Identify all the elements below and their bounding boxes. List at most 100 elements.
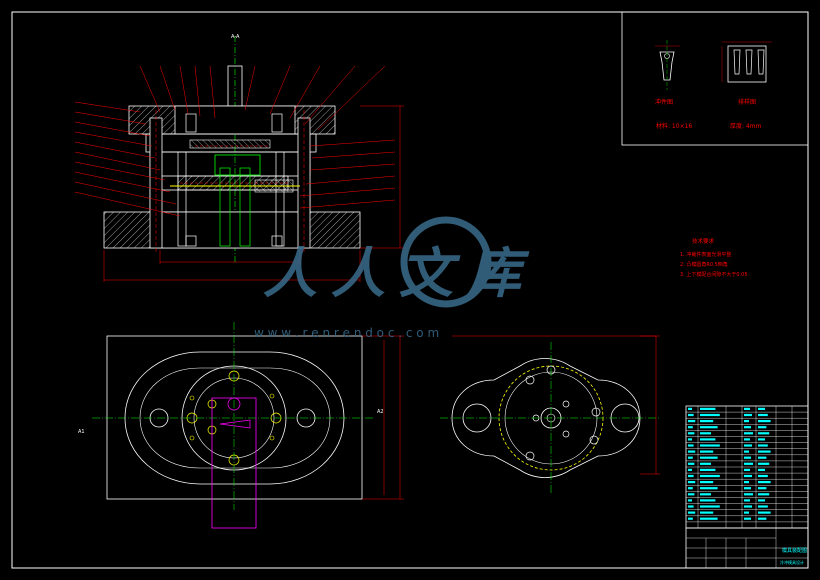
bom-cell-text xyxy=(744,474,752,478)
plan-axis-label-right: A2 xyxy=(377,409,384,415)
bom-cell-text xyxy=(758,438,765,441)
bom-cell-text xyxy=(700,426,718,429)
bom-cell-text xyxy=(700,438,716,441)
bom-cell-text xyxy=(700,481,714,484)
bom-cell-text xyxy=(688,432,695,435)
bom-cell-text xyxy=(688,462,695,465)
watermark-url: w w w . r e n r e n d o c . c o m xyxy=(254,326,439,340)
bom-cell-text xyxy=(758,462,770,465)
bom-cell-text xyxy=(688,444,694,447)
bom-cell-text xyxy=(744,426,751,429)
upper-die-plan-view xyxy=(440,335,660,494)
strip-caption: 排样图 xyxy=(738,98,756,106)
bom-cell-text xyxy=(700,511,714,514)
strip-layout-frame xyxy=(621,11,809,146)
lower-die-plan-view: A1 A2 xyxy=(78,322,404,529)
bom-cell-text xyxy=(758,517,767,520)
parts-list-table xyxy=(685,405,809,529)
bom-cell-text xyxy=(688,493,695,496)
tech-notes-title: 技术要求 xyxy=(692,237,715,245)
bom-cell-text xyxy=(688,426,693,429)
bom-cell-text xyxy=(744,444,752,447)
bom-cell-text xyxy=(744,407,750,410)
part-spec: 材料: 10×16 xyxy=(656,122,692,130)
tech-note-line: 2. 凸模圆角R0.5倒角 xyxy=(680,261,728,268)
bom-cell-text xyxy=(700,450,714,453)
bom-cell-text xyxy=(700,456,718,459)
bom-cell-text xyxy=(744,432,753,435)
watermark-logo-text: 人人文库 xyxy=(263,242,535,305)
bom-cell-text xyxy=(758,505,768,508)
strip-spec: 厚度: 4mm xyxy=(730,122,762,130)
bom-cell-text xyxy=(744,517,751,520)
bom-cell-text xyxy=(758,407,765,410)
bom-cell-text xyxy=(700,505,720,508)
bom-cell-text xyxy=(758,450,771,453)
bom-cell-text xyxy=(758,432,770,435)
bom-cell-text xyxy=(700,407,716,410)
bom-cell-text xyxy=(758,420,771,423)
bom-cell-text xyxy=(744,420,749,423)
assembly-section-view: A-A xyxy=(103,34,404,282)
bom-cell-text xyxy=(744,481,749,484)
bom-cell-text xyxy=(700,474,720,478)
bom-cell-text xyxy=(758,456,767,459)
tech-note-line: 1. 冲裁件表面光滑平整 xyxy=(680,251,731,258)
tech-note-line: 3. 上下模配合间隙不大于0.05 xyxy=(680,271,748,278)
bom-cell-text xyxy=(744,450,749,453)
bom-cell-text xyxy=(688,413,694,417)
part-leader-lines xyxy=(74,65,396,217)
section-axis-label: A-A xyxy=(231,34,240,40)
bom-cell-text xyxy=(688,420,696,423)
bom-cell-text xyxy=(758,413,768,417)
bom-cell-text xyxy=(744,456,751,459)
bom-cell-text xyxy=(744,438,750,441)
plan-axis-label: A1 xyxy=(78,429,85,435)
bom-cell-text xyxy=(758,493,770,496)
bom-cell-text xyxy=(688,505,694,508)
bom-cell-text xyxy=(688,487,693,490)
bom-cell-text xyxy=(700,462,711,465)
bom-cell-text xyxy=(688,438,692,441)
bom-cell-text xyxy=(700,468,716,471)
bom-cell-text xyxy=(758,481,771,484)
bom-cell-text xyxy=(744,505,752,508)
drawing-name: 模具装配图 xyxy=(782,547,807,554)
bom-cell-text xyxy=(758,468,765,471)
bom-cell-text xyxy=(700,432,711,435)
bom-cell-text xyxy=(744,468,750,471)
title-block: 模具装配图 冷冲模具设计 xyxy=(685,527,809,569)
outer-frame xyxy=(11,11,809,569)
bom-cell-text xyxy=(744,499,750,502)
bom-cell-text xyxy=(744,462,753,465)
bom-cell-text xyxy=(688,517,693,520)
bom-cell-text xyxy=(688,499,692,502)
bom-cell-text xyxy=(700,517,718,520)
bom-cell-text xyxy=(758,499,765,502)
part-caption: 冲件图 xyxy=(655,98,673,106)
bom-cell-text xyxy=(688,481,696,484)
technical-notes: 技术要求 1. 冲裁件表面光滑平整 2. 凸模圆角R0.5倒角 3. 上下模配合… xyxy=(680,237,748,278)
bom-cell-text xyxy=(758,474,768,478)
bom-cell-text xyxy=(744,511,749,514)
watermark: 人人文库 w w w . r e n r e n d o c . c o m xyxy=(254,216,535,340)
bom-cell-text xyxy=(700,493,711,496)
bom-cell-text xyxy=(688,511,696,514)
bom-cell-text xyxy=(700,444,720,447)
bom-cell-text xyxy=(688,474,694,478)
bom-cell-text xyxy=(758,511,771,514)
bom-cell-text xyxy=(688,450,696,453)
bom-cell-text xyxy=(758,426,767,429)
bom-cell-text xyxy=(688,407,692,410)
bom-cell-text xyxy=(688,456,693,459)
company-name: 冷冲模具设计 xyxy=(780,559,804,565)
bom-cell-text xyxy=(700,413,720,417)
bom-cell-text xyxy=(688,468,692,471)
bom-cell-text xyxy=(744,487,751,490)
bom-cell-text xyxy=(758,444,768,447)
strip-layout-view: 冲件图 排样图 材料: 10×16 厚度: 4mm xyxy=(655,40,772,130)
bom-cell-text xyxy=(700,487,718,490)
bom-cell-text xyxy=(700,420,714,423)
bom-cell-text xyxy=(758,487,767,490)
